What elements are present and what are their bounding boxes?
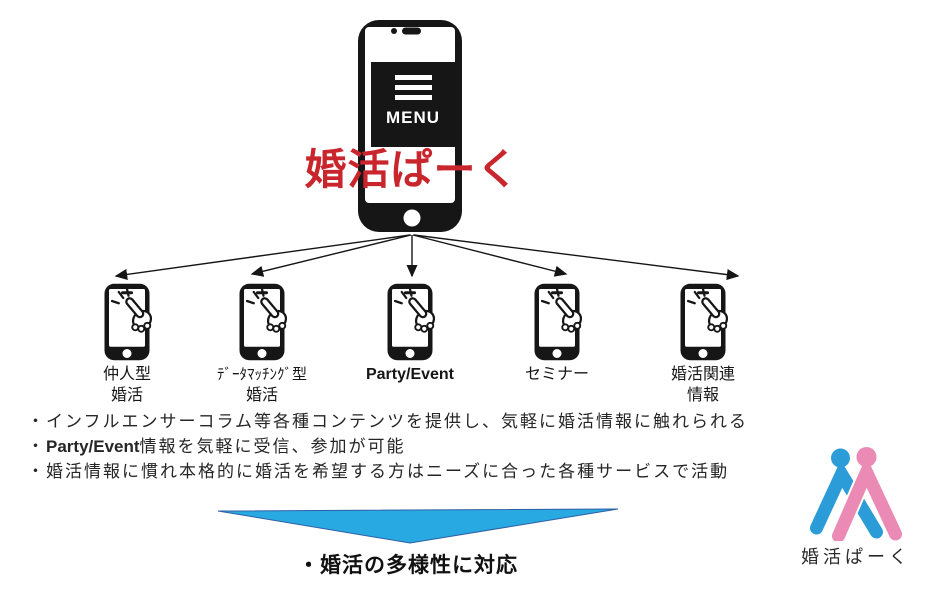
branch-nakoudo: 仲人型婚活 (47, 282, 207, 406)
menu-panel: MENU (371, 62, 455, 147)
branch-related-info: 婚活関連情報 (623, 282, 783, 406)
bullet-3: ・婚活情報に慣れ本格的に婚活を希望する方はニーズに合った各種サービスで活動 (27, 462, 730, 481)
branch-party-event: Party/Event (330, 282, 490, 385)
smartphone-tap-icon (238, 282, 310, 362)
branch-label: 仲人型婚活 (102, 366, 151, 404)
menu-label: MENU (385, 108, 441, 127)
bullet-1: ・インフルエンサーコラム等各種コンテンツを提供し、気軽に婚活情報に触れられる (27, 412, 748, 431)
logo-mark (810, 447, 904, 541)
branch-seminar: セミナー (477, 282, 637, 385)
down-arrow (217, 508, 619, 544)
smartphone-tap-icon (679, 282, 751, 362)
app-title: 婚活ぱーく (304, 146, 520, 193)
logo-pink-head (856, 447, 877, 467)
speaker-icon (402, 27, 421, 35)
branch-label: セミナー (524, 366, 589, 383)
feature-bullets: ・インフルエンサーコラム等各種コンテンツを提供し、気軽に婚活情報に触れられる ・… (27, 409, 867, 484)
konkatsu-park-logo: 婚活ぱーく (786, 441, 925, 569)
camera-dot-icon (391, 28, 397, 34)
branch-label: Party/Event (365, 366, 455, 383)
branch-label: ﾃﾞｰﾀﾏｯﾁﾝｸﾞ型婚活 (216, 366, 307, 404)
smartphone-tap-icon (103, 282, 175, 362)
conclusion-text: ・婚活の多様性に対応 (298, 554, 518, 577)
home-button-icon (403, 209, 421, 227)
smartphone-tap-icon (386, 282, 458, 362)
hamburger-menu-icon (394, 75, 432, 100)
smartphone-tap-icon (533, 282, 605, 362)
bullet-2: ・Party/Event情報を気軽に受信、参加が可能 (27, 437, 406, 456)
logo-wordmark: 婚活ぱーく (801, 547, 911, 567)
branch-arrows (114, 234, 740, 281)
branch-label: 婚活関連情報 (670, 366, 735, 404)
branch-data-matching: ﾃﾞｰﾀﾏｯﾁﾝｸﾞ型婚活 (182, 282, 342, 406)
logo-blue-head (831, 448, 850, 468)
